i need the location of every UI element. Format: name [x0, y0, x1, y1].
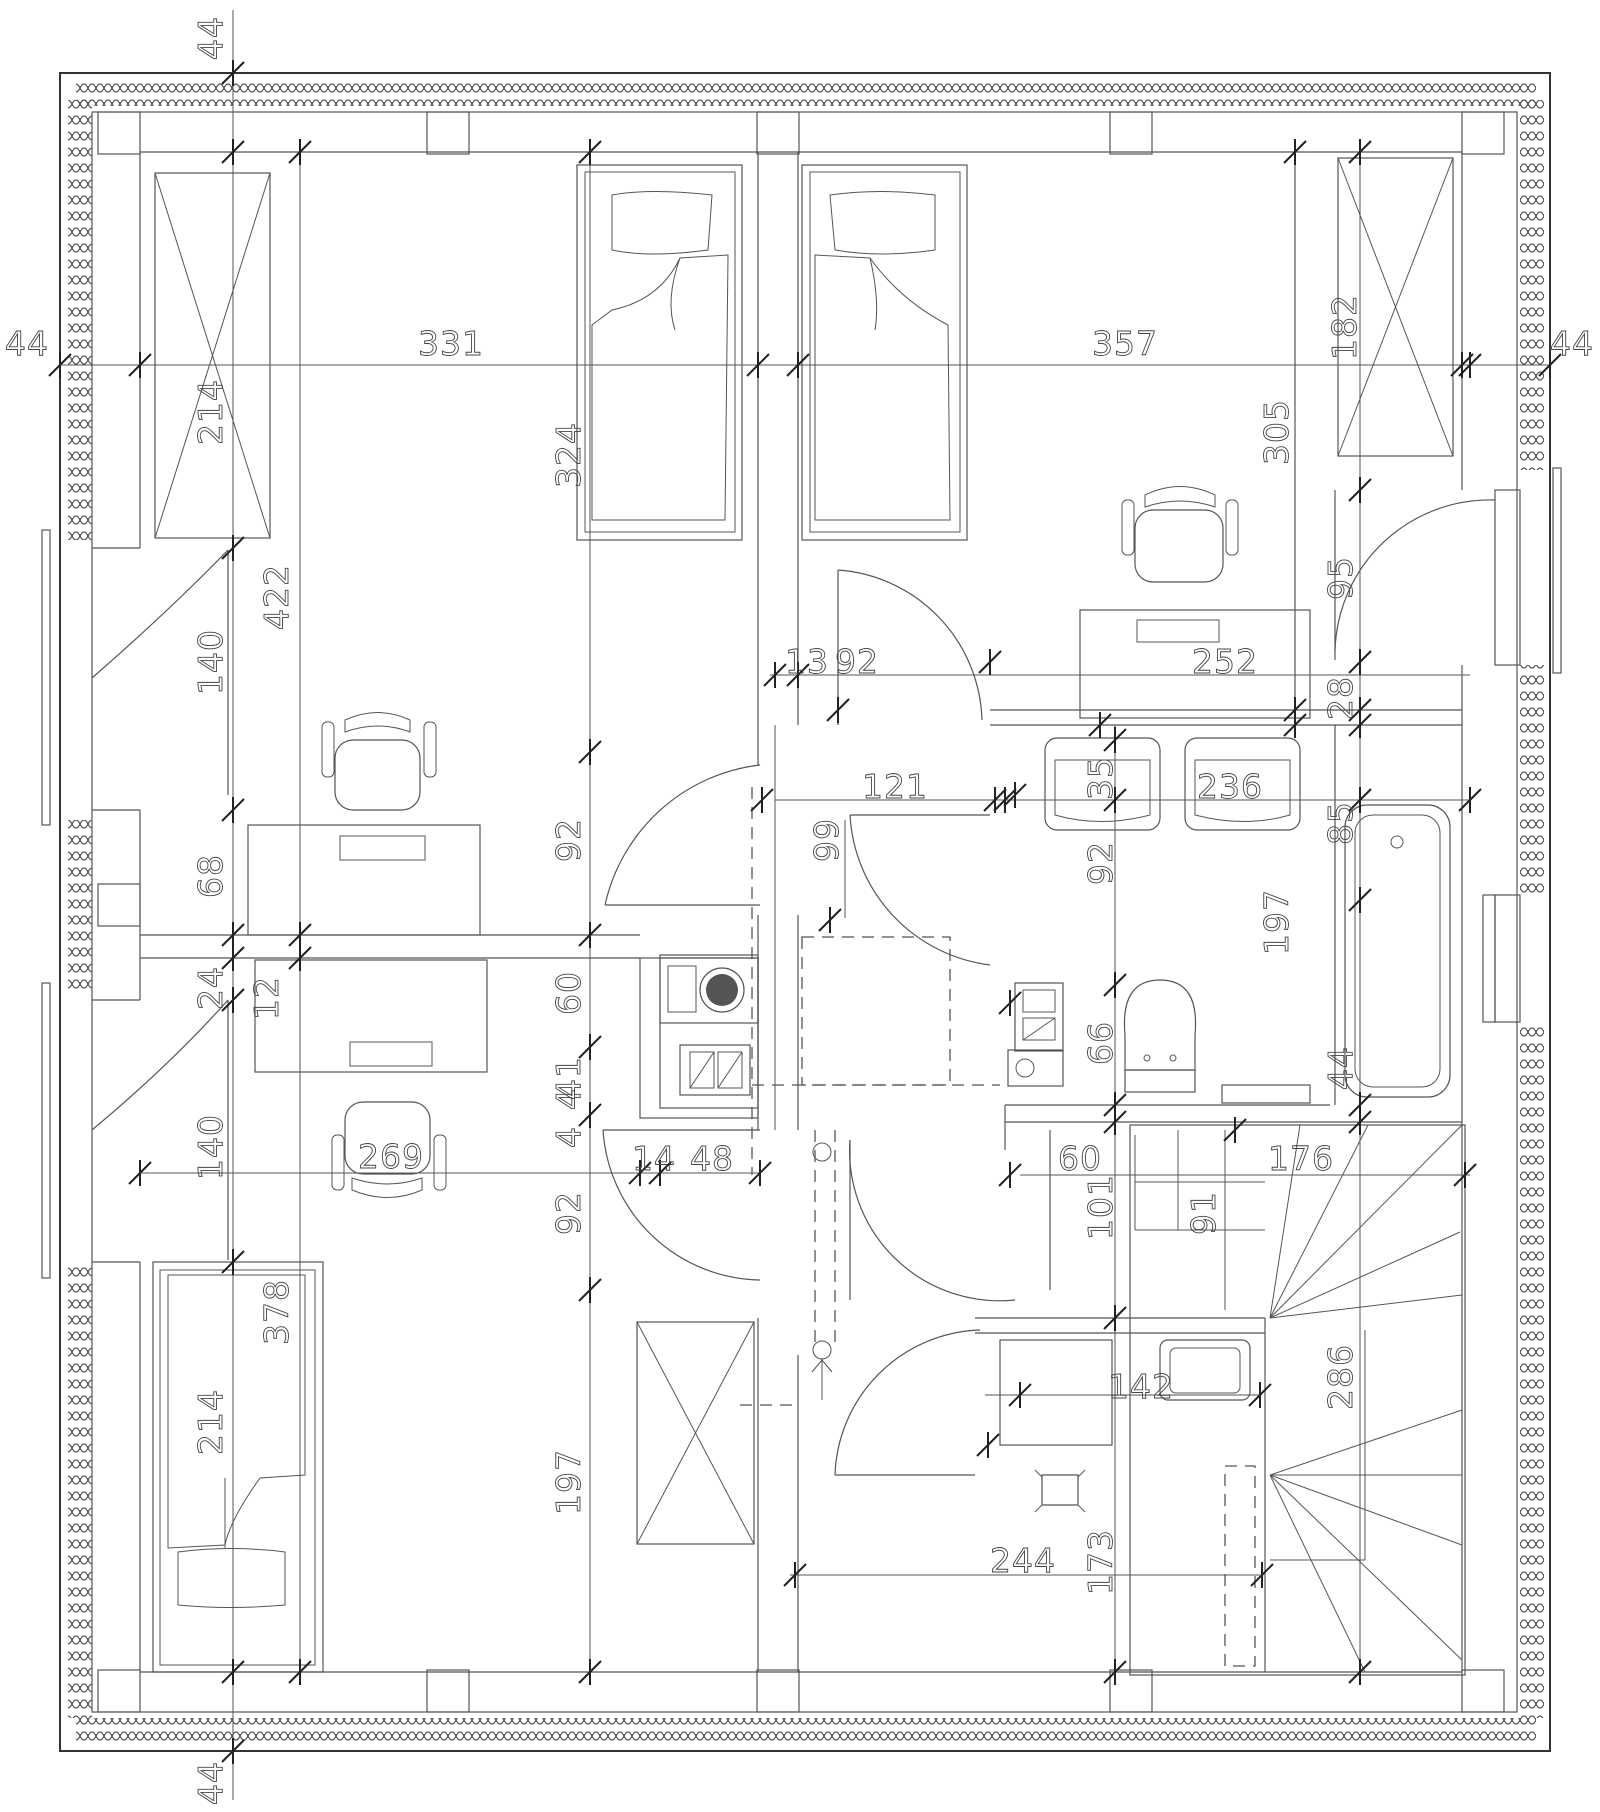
label-dim-378: 378 — [257, 1279, 296, 1345]
bed-bottom-left — [152, 1261, 324, 1673]
label-hall-92-bottom: 92 — [549, 1191, 588, 1235]
label-sink-236: 236 — [1197, 767, 1263, 806]
label-bath-92: 92 — [1081, 841, 1120, 885]
label-dim-66: 66 — [1081, 1021, 1120, 1065]
bathtub — [1344, 804, 1451, 1098]
label-room-right-width: 357 — [1092, 324, 1158, 363]
wardrobe-top-left — [154, 172, 271, 539]
desk-left-room — [247, 824, 481, 936]
stair-hole — [1129, 1124, 1466, 1676]
label-split-13: 13 — [785, 642, 829, 681]
insulation-left-low — [68, 1262, 92, 1718]
insulation-right-low — [1520, 1022, 1544, 1718]
label-stair-286: 286 — [1321, 1344, 1360, 1410]
label-dim-14: 14 — [632, 1139, 676, 1178]
chair-right-room — [1121, 486, 1239, 583]
label-dim-142: 142 — [1108, 1367, 1174, 1406]
chair-lower-left-room — [331, 1101, 447, 1198]
label-sink-35: 35 — [1081, 756, 1120, 800]
insulation-left — [68, 100, 92, 540]
label-corner-top: 44 — [191, 16, 230, 60]
structural-columns — [97, 111, 1505, 1713]
label-door-left-bottom: 140 — [191, 1114, 230, 1180]
label-room-left-width: 331 — [418, 324, 484, 363]
door-swings — [91, 490, 1496, 1476]
label-room-lower-left: 269 — [358, 1137, 424, 1176]
dimension-ticks — [48, 60, 1562, 1764]
insulation-bottom — [76, 1718, 1536, 1742]
label-corner-right: 44 — [1550, 324, 1594, 363]
label-dim-60-mid: 60 — [1058, 1139, 1102, 1178]
wardrobe-hall — [636, 1321, 755, 1545]
label-bed-214: 214 — [191, 1389, 230, 1455]
label-hall-197: 197 — [549, 1449, 588, 1515]
label-bed-length: 324 — [549, 422, 588, 488]
bed-top-center-left — [576, 164, 743, 541]
dimension-labels: 44 44 44 44 331 357 214 182 422 324 305 … — [5, 16, 1594, 1806]
label-bath-197: 197 — [1257, 889, 1296, 955]
washbasin-right — [1184, 737, 1301, 831]
label-dim-85: 85 — [1321, 801, 1360, 845]
label-door-left-top: 140 — [191, 629, 230, 695]
label-dim-173: 173 — [1081, 1529, 1120, 1595]
label-hall-92-top: 92 — [549, 818, 588, 862]
chair-left-room — [321, 712, 437, 811]
insulation-right-mid — [1520, 665, 1544, 895]
insulation-left-mid — [68, 820, 92, 995]
dashed-outlines — [740, 787, 1256, 1667]
label-dim-91: 91 — [1184, 1191, 1223, 1235]
exterior-walls — [59, 72, 1551, 1752]
label-window-door-right: 95 — [1321, 556, 1360, 600]
insulation-top — [76, 82, 1536, 106]
label-dim-44-bath: 44 — [1321, 1046, 1360, 1090]
label-wardrobe-top-left: 214 — [191, 379, 230, 445]
windows — [41, 467, 1562, 1279]
label-dim-12: 12 — [247, 976, 286, 1020]
label-dim-4-b: 4 — [549, 1126, 588, 1148]
label-corner-bottom: 44 — [191, 1761, 230, 1805]
label-dim-60-left: 60 — [549, 971, 588, 1015]
label-wall-68: 68 — [191, 854, 230, 898]
washbasin-left — [1044, 737, 1161, 831]
boiler-units — [1007, 982, 1311, 1104]
label-room-left-depth: 422 — [257, 564, 296, 630]
dimension-lines — [60, 10, 1550, 1800]
wardrobe-top-right — [1337, 157, 1454, 457]
label-desk-252: 252 — [1192, 642, 1258, 681]
label-split-92: 92 — [835, 642, 879, 681]
chimney-stack — [659, 954, 759, 1096]
label-dim-48: 48 — [690, 1139, 734, 1178]
insulation-right — [1520, 100, 1544, 470]
label-hall-121: 121 — [862, 767, 928, 806]
desk-right-room — [1079, 609, 1311, 719]
toilet — [1123, 979, 1197, 1093]
label-corner-left: 44 — [5, 324, 49, 363]
kitchen-counter — [999, 1339, 1113, 1513]
label-dim-41: 41 — [549, 1056, 588, 1100]
desk-lower-left-room — [254, 959, 488, 1073]
label-room-right-depth: 305 — [1257, 399, 1296, 465]
kitchen-sink — [1159, 1339, 1251, 1401]
label-wardrobe-top-right: 182 — [1325, 294, 1364, 360]
label-dim-24: 24 — [191, 966, 230, 1010]
label-hall-99: 99 — [807, 818, 846, 862]
label-dim-176: 176 — [1268, 1139, 1334, 1178]
bed-top-center-right — [801, 164, 968, 541]
label-dim-101: 101 — [1081, 1174, 1120, 1240]
label-dim-4-a: 4 — [549, 1088, 588, 1110]
label-dim-28: 28 — [1321, 676, 1360, 720]
label-dim-244: 244 — [990, 1541, 1056, 1580]
